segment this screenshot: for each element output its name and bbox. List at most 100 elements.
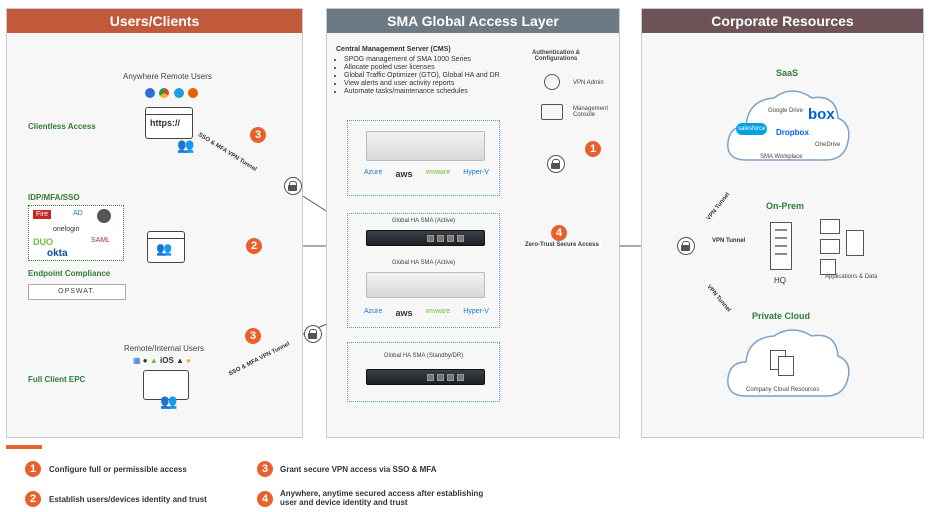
lock-icon-corp xyxy=(677,237,695,255)
users-group-icon-bottom: 👥 xyxy=(160,393,178,409)
users-panel-title: Users/Clients xyxy=(7,9,302,33)
auth-config-label: Authentication & Configurations xyxy=(532,50,580,62)
idp-logo-box: Fire AD onelogin DUO SAML okta xyxy=(28,205,124,261)
edge-icon xyxy=(145,88,155,98)
legend-accent-bar xyxy=(6,445,42,449)
vpn-tunnel-label-2: VPN Tunnel xyxy=(712,238,746,244)
on-prem-label: On-Prem xyxy=(766,201,805,211)
hyperv-logo: Hyper-V xyxy=(463,169,489,176)
ha-active-label-2: Global HA SMA (Active) xyxy=(391,260,456,266)
vpn-admin-icon xyxy=(544,74,560,90)
ha-active-label-1: Global HA SMA (Active) xyxy=(391,218,456,224)
legend-text-2: Establish users/devices identity and tru… xyxy=(49,495,207,504)
app-window-icon xyxy=(820,239,840,254)
users-group-icon: 👥 xyxy=(177,137,195,153)
apps-data-label: Applications & Data xyxy=(825,274,878,280)
cloud-document-icon xyxy=(778,356,794,376)
hyperv-logo: Hyper-V xyxy=(463,308,489,315)
cms-bullet: SPOG management of SMA 1000 Series xyxy=(344,56,500,64)
dropbox-logo: Dropbox xyxy=(776,128,809,137)
document-icon xyxy=(820,259,836,275)
cms-bullet: Automate tasks/maintenance schedules xyxy=(344,88,500,96)
sma-workplace-label: SMA Workplace xyxy=(760,154,803,160)
aws-logo: aws xyxy=(395,308,413,318)
app-window-icon xyxy=(820,219,840,234)
server-rack-icon xyxy=(846,230,864,256)
clientless-access-label: Clientless Access xyxy=(28,122,96,131)
saas-label: SaaS xyxy=(776,68,799,78)
vpn-admin-label: VPN Admin xyxy=(573,80,604,86)
windows-icon: ▦ xyxy=(133,356,141,365)
hq-building-icon xyxy=(770,222,792,270)
cms-title: Central Management Server (CMS) xyxy=(336,46,451,53)
azure-logo: Azure xyxy=(364,308,383,315)
zero-trust-label: Zero-Trust Secure Access xyxy=(523,242,601,248)
legend-text-4: Anywhere, anytime secured access after e… xyxy=(280,489,484,507)
sma-panel-title: SMA Global Access Layer xyxy=(327,9,619,33)
ad-logo: AD xyxy=(73,210,83,217)
okta-logo: okta xyxy=(47,248,68,259)
cms-server-box: Azure aws vmware Hyper-V xyxy=(347,120,500,196)
step-marker-4: 4 xyxy=(551,225,567,241)
step-marker-2: 2 xyxy=(246,238,262,254)
saml-logo: SAML xyxy=(91,237,111,244)
vmware-logo: vmware xyxy=(425,308,451,315)
idp-label: IDP/MFA/SSO xyxy=(28,193,80,202)
ha-standby-server xyxy=(366,369,485,385)
lock-icon-top xyxy=(284,177,302,195)
vmware-logo: vmware xyxy=(425,169,451,176)
ha-active-server-1 xyxy=(366,230,485,246)
corp-panel-title: Corporate Resources xyxy=(642,9,923,33)
firefox-icon xyxy=(188,88,199,98)
chrome-os-icon: ● xyxy=(186,356,192,365)
hq-label: HQ xyxy=(774,276,786,285)
browser-window-icon: https:// xyxy=(145,107,193,139)
endpoint-compliance-label: Endpoint Compliance xyxy=(28,269,111,278)
ha-standby-label: Global HA SMA (Standby/DR) xyxy=(383,353,464,359)
step-marker-3-bottom: 3 xyxy=(245,328,261,344)
linux-icon: ▲ xyxy=(176,356,184,365)
cloud-logos-top: Azure aws vmware Hyper-V xyxy=(364,169,489,179)
cms-bullets: SPOG management of SMA 1000 Series Alloc… xyxy=(336,56,500,96)
legend-number-1: 1 xyxy=(25,461,41,477)
duo-logo: DUO xyxy=(33,237,53,247)
legend-number-2: 2 xyxy=(25,491,41,507)
browser-icons xyxy=(145,85,199,103)
private-cloud-label: Private Cloud xyxy=(752,311,811,321)
step-marker-1: 1 xyxy=(585,141,601,157)
cms-bullet: Allocate pooled user licenses xyxy=(344,64,500,72)
legend-number-3: 3 xyxy=(257,461,273,477)
saas-cloud xyxy=(727,90,850,161)
management-console-icon xyxy=(541,104,563,120)
lock-icon-bottom xyxy=(304,325,322,343)
os-icons: ▦ ● ▲ iOS ▲ ● xyxy=(133,356,191,365)
aws-logo: aws xyxy=(395,169,413,179)
legend-text-3: Grant secure VPN access via SSO & MFA xyxy=(280,465,437,474)
android-icon: ▲ xyxy=(149,356,158,365)
legend-text-1: Configure full or permissible access xyxy=(49,465,187,474)
anywhere-users-label: Anywhere Remote Users xyxy=(123,72,212,81)
apple-icon: ● xyxy=(142,356,148,365)
salesforce-logo: salesforce xyxy=(736,123,768,135)
devices-icon xyxy=(143,370,189,400)
step-marker-3-top: 3 xyxy=(250,127,266,143)
ha-standby-box: Global HA SMA (Standby/DR) xyxy=(347,342,500,402)
onedrive-logo: OneDrive xyxy=(815,142,841,148)
google-drive-logo: Google Drive xyxy=(768,108,804,114)
lock-icon-admin xyxy=(547,155,565,173)
opswat-logo: OPSWAT. xyxy=(28,284,126,300)
cloud-logos-bottom: Azure aws vmware Hyper-V xyxy=(364,308,489,318)
cms-server xyxy=(366,131,485,161)
azure-logo: Azure xyxy=(364,169,383,176)
cms-bullet: View alerts and user activity reports xyxy=(344,80,500,88)
management-console-label: Management Console xyxy=(573,106,609,118)
chrome-icon xyxy=(159,88,170,98)
ha-active-server-2 xyxy=(366,272,485,298)
https-text: https:// xyxy=(150,118,180,128)
identity-box-icon: 👥 xyxy=(147,231,185,263)
legend-number-4: 4 xyxy=(257,491,273,507)
full-client-epc-label: Full Client EPC xyxy=(28,375,86,384)
cms-bullet: Global Traffic Optimizer (GTO), Global H… xyxy=(344,72,500,80)
ios-label: iOS xyxy=(160,356,174,365)
sma-global-access-panel: SMA Global Access Layer xyxy=(326,8,620,438)
